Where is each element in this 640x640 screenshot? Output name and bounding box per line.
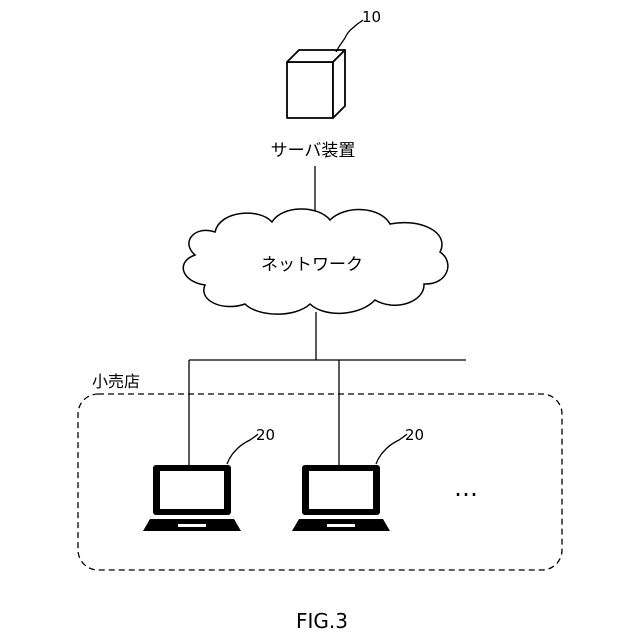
terminal-1-ref-number: 20 (256, 426, 275, 444)
terminal-2-ref-number: 20 (405, 426, 424, 444)
laptop-icon (292, 465, 390, 531)
server-ref-number: 10 (362, 8, 381, 26)
server-ref-leader (336, 20, 363, 52)
more-terminals-ellipsis: … (454, 474, 478, 502)
server-icon (287, 50, 345, 118)
server-label: サーバ装置 (271, 141, 356, 161)
terminal-1-ref-leader (227, 434, 258, 464)
laptop-icon (143, 465, 241, 531)
figure-caption: FIG.3 (296, 609, 348, 633)
network-label: ネットワーク (261, 255, 363, 275)
terminal-2-ref-leader (376, 434, 407, 464)
store-label: 小売店 (92, 372, 140, 391)
